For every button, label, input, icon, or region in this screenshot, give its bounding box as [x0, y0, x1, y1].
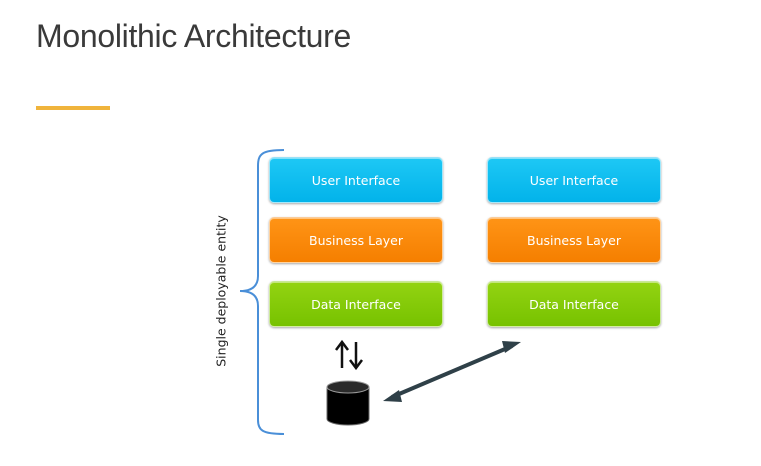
double-headed-arrow-icon: [383, 341, 521, 402]
left-data-interface-block: Data Interface: [269, 281, 443, 327]
left-business-layer-block: Business Layer: [269, 217, 443, 263]
deployable-entity-brace: [239, 149, 285, 435]
right-data-interface-block: Data Interface: [487, 281, 661, 327]
up-down-arrows-icon: [335, 339, 363, 371]
slide-title: Monolithic Architecture: [36, 18, 352, 54]
title-accent-underline: [36, 106, 110, 110]
right-user-interface-block: User Interface: [487, 157, 661, 203]
database-icon: [326, 380, 370, 426]
left-user-interface-block: User Interface: [269, 157, 443, 203]
right-business-layer-block: Business Layer: [487, 217, 661, 263]
